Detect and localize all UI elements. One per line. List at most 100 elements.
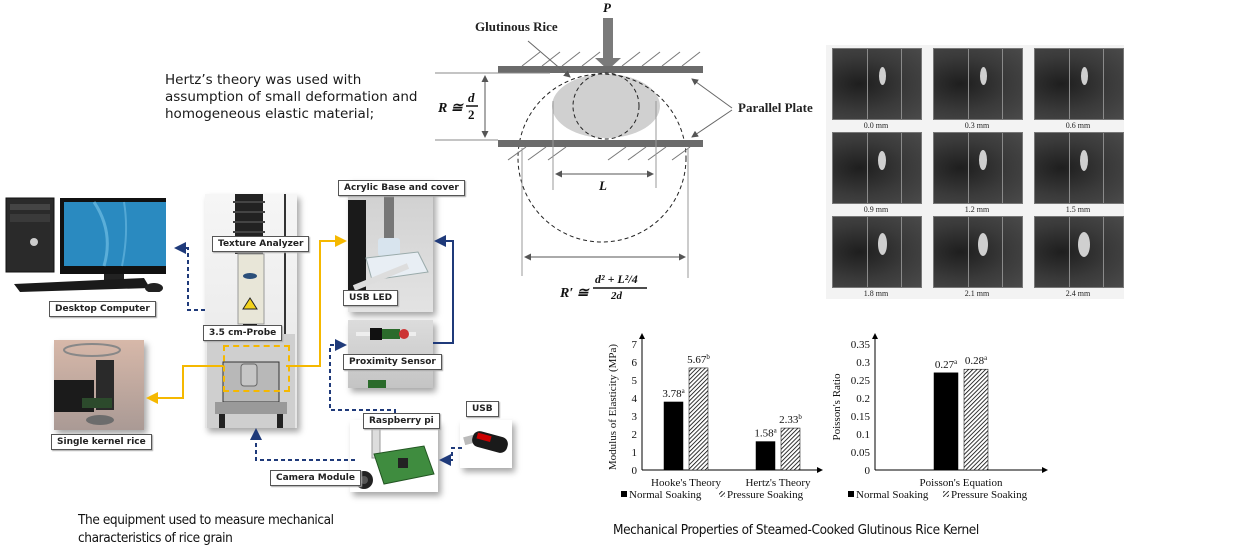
rprime-lhs: R′ ≅ [559, 286, 590, 300]
frame-label: 1.8 mm [863, 289, 889, 298]
frame-guide-line [968, 49, 969, 119]
link-raspberry-analyzer [250, 428, 355, 461]
rice-grain-image [877, 233, 887, 255]
single-kernel-label: Single kernel rice [51, 434, 152, 450]
desktop-computer-label: Desktop Computer [49, 301, 156, 317]
bottom-parallel-plate [498, 140, 703, 147]
y-tick-label: 4 [632, 393, 638, 405]
data-label-value: 1.58 [754, 428, 774, 440]
legend-label: Pressure Soaking [727, 489, 804, 501]
force-arrow-shaft [603, 18, 613, 60]
compression-frame [1034, 132, 1124, 204]
y-tick-label: 0 [865, 465, 871, 477]
link-probe-acrylic [286, 235, 347, 367]
hertz-note-line: Hertz’s theory was used with [165, 72, 362, 88]
data-label-superscript: a [774, 427, 778, 435]
bar-pressure-soaking [963, 368, 989, 471]
data-label-superscript: a [954, 358, 958, 366]
l-label: L [598, 178, 607, 193]
compression-frame [832, 48, 922, 120]
frame-label: 0.6 mm [1065, 121, 1091, 130]
y-tick-label: 2 [632, 429, 638, 441]
y-tick-label: 1 [632, 447, 638, 459]
y-tick-label: 0 [632, 465, 638, 477]
top-plate-hatching [521, 51, 701, 67]
legend-swatch-normal-soaking [848, 491, 854, 497]
y-axis-label: Modulus of Elasticity (MPa) [607, 344, 619, 471]
legend-label: Pressure Soaking [951, 489, 1028, 501]
y-axis-label: Poisson's Ratio [831, 373, 843, 441]
y-tick-label: 3 [632, 411, 638, 423]
data-label-value: 3.78 [662, 388, 682, 400]
frame-guide-line [968, 133, 969, 203]
desktop-computer-image [5, 197, 166, 292]
rice-grain-image [978, 232, 988, 256]
compression-frame [832, 132, 922, 204]
category-label: Poisson's Equation [920, 477, 1003, 489]
proximity-sensor-label: Proximity Sensor [343, 354, 442, 370]
frame-guide-line [1103, 49, 1104, 119]
bar-normal-soaking [663, 401, 684, 471]
data-label: 0.27a [935, 358, 958, 371]
properties-caption: Mechanical Properties of Steamed-Cooked … [613, 522, 979, 538]
y-tick-label: 0.05 [851, 447, 871, 459]
link-raspberry-proximity [329, 339, 396, 413]
frame-label: 1.5 mm [1065, 205, 1091, 214]
category-label: Hooke's Theory [651, 477, 721, 489]
frame-label: 0.3 mm [964, 121, 990, 130]
data-label-value: 0.28 [965, 355, 985, 367]
hertz-note-line: assumption of small deformation and [165, 89, 418, 105]
data-label-value: 0.27 [935, 359, 955, 371]
data-label-superscript: a [682, 387, 686, 395]
hertz-note-line: homogeneous elastic material; [165, 106, 375, 122]
frame-guide-line [1103, 217, 1104, 287]
data-label: 3.78a [662, 387, 685, 400]
rprime-den: 2d [610, 290, 623, 300]
frame-guide-line [901, 133, 902, 203]
texture-analyzer-photo [205, 194, 297, 428]
y-tick-label: 0.1 [856, 429, 870, 441]
legend-label: Normal Soaking [856, 489, 929, 501]
rice-grain-image [878, 67, 886, 85]
data-label-value: 5.67 [687, 354, 707, 366]
frame-guide-line [1069, 49, 1070, 119]
frame-label: 2.1 mm [964, 289, 990, 298]
frame-guide-line [867, 49, 868, 119]
rice-grain-image [979, 150, 987, 170]
link-probe-kernel [146, 365, 223, 404]
data-label: 1.58a [754, 427, 777, 440]
bar-pressure-soaking [688, 367, 709, 471]
r-formula-lhs: R ≅ [437, 101, 464, 116]
rice-grain-image [1080, 67, 1088, 85]
frame-guide-line [1002, 133, 1003, 203]
link-analyzer-desktop [174, 242, 205, 311]
compression-frame [1034, 216, 1124, 288]
camera-module-label: Camera Module [270, 470, 361, 486]
frame-guide-line [1002, 217, 1003, 287]
glutinous-rice-label: Glutinous Rice [475, 19, 558, 34]
y-tick-label: 0.2 [856, 393, 870, 405]
data-label: 2.33b [779, 413, 802, 426]
rice-grain-image [979, 67, 987, 85]
probe-highlight-box [223, 345, 290, 392]
compression-frame [832, 216, 922, 288]
data-label-superscript: a [984, 354, 988, 362]
frame-label: 1.2 mm [964, 205, 990, 214]
usb-label: USB [466, 401, 499, 417]
frame-guide-line [968, 217, 969, 287]
frame-label: 0.9 mm [863, 205, 889, 214]
rice-grain-image [1078, 231, 1090, 257]
rice-grain-image [1080, 149, 1088, 171]
force-arrow-head [595, 58, 621, 70]
y-tick-label: 0.25 [851, 375, 871, 387]
data-label: 5.67b [687, 353, 710, 366]
equipment-caption-line: characteristics of rice grain [78, 530, 233, 546]
top-parallel-plate [498, 66, 703, 73]
legend-swatch-pressure-soaking [943, 491, 949, 497]
bottom-plate-hatching [507, 146, 691, 161]
hertz-note: Hertz’s theory was used with assumption … [165, 72, 418, 123]
frame-guide-line [1103, 133, 1104, 203]
compression-frame [933, 216, 1023, 288]
raspberry-pi-label: Raspberry pi [363, 413, 440, 429]
